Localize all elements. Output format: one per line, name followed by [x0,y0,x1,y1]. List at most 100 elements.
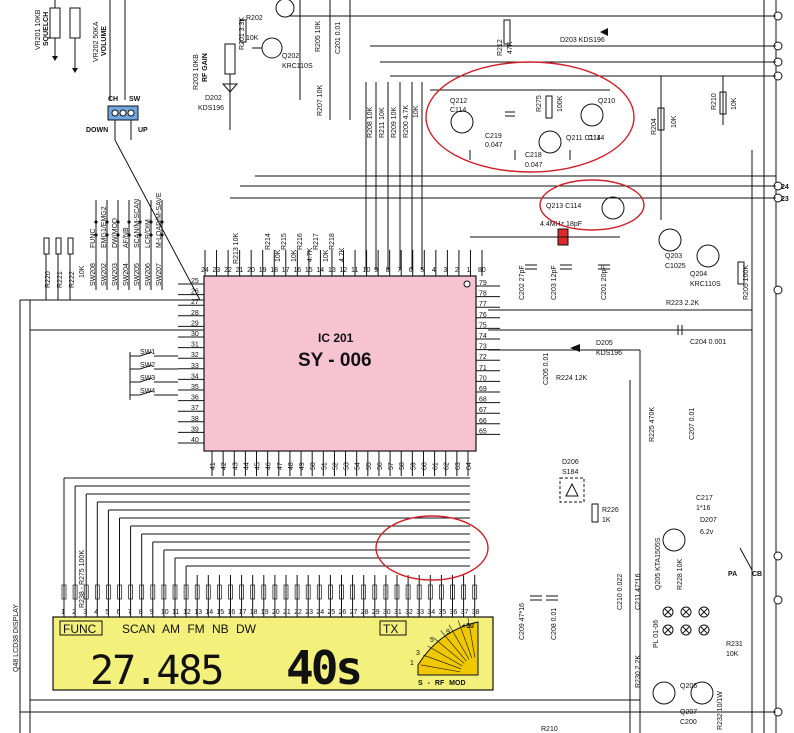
r223-label: R223 2.2K [666,300,699,307]
ic-pin-top-16: 16 [293,267,301,274]
lcd-pin-28: 28 [361,609,369,616]
r200-value: 10K [413,105,420,118]
r214-label: R214 [265,233,272,250]
r202-label: R202 [246,15,263,22]
ic-pin-top-12: 12 [340,267,348,274]
lcd-func: FUNC [63,622,97,636]
c208-label: C208 0.01 [551,608,558,640]
annotation-circle-q213 [539,179,645,231]
meter-tick-9: 9 [446,629,450,636]
ic-pin-top-8: 8 [386,267,390,274]
switch-fn-1: EMG1/EMG2 [101,206,108,248]
lcd-panel [52,616,494,691]
ic-pin-top-9: 9 [374,267,378,274]
q210-q212-block: Q212 C114 C219 0.047 R275 100K Q211 C114… [430,89,615,169]
ic-pin-bottom-55: 55 [366,462,373,470]
c210-label: C210 0.022 [617,574,624,610]
q203-q204: Q203 C1025 Q204 KRC110S R205 100K [658,228,750,300]
ic-pin-right-65: 65 [479,428,487,435]
d202-part: KDS196 [198,105,224,112]
lcd-pin-27: 27 [350,609,358,616]
conn-24: 24 [781,184,789,191]
q213-label: Q213 C114 [546,203,581,210]
rlcd-label: R238 - R275 100K [79,550,86,608]
meter-tick-3: 3 [416,650,420,657]
down-label: DOWN [86,127,108,134]
r208-label: R208 10K [367,107,374,138]
side-switch-1: SW2 [140,362,155,369]
annotation-circle-q210-q212 [425,61,635,173]
squelch-label: SQUELCH [43,12,50,46]
ic-pin-top-18: 18 [270,267,278,274]
lcd-pin-4: 4 [94,609,98,616]
r210-value: 10K [731,97,738,110]
ic-pin-bottom-53: 53 [344,462,351,470]
ic-pin-bottom-57: 57 [388,462,395,470]
s-rf-meter: +30 1 3 5 9 S - RF MOD [410,617,479,687]
ic-pin-left-29: 29 [191,320,199,327]
lcd-pin-21: 21 [283,609,291,616]
ic-pin-top-14: 14 [316,267,324,274]
ic-pin-right-70: 70 [479,375,487,382]
tactile-switches: SW208FUNCSW202EMG1/EMG2SW203DW/MODSW204A… [90,192,164,290]
c218-label: C218 [525,152,542,159]
pa-label: PA [728,571,737,578]
q207-label: Q207 [680,709,697,716]
lcd-pin-9: 9 [150,609,154,616]
r222-label: R222 [69,271,76,288]
ic-pin-left-40: 40 [191,437,199,444]
lcd-pin-16: 16 [228,609,236,616]
lcd-pin-2: 2 [72,609,76,616]
ic201-name: IC 201 [318,331,354,345]
lcd-pin-12: 12 [183,609,191,616]
lcd-pin-6: 6 [117,609,121,616]
ic-pin-right-75: 75 [479,322,487,329]
switch-ref-5: SW206 [145,263,152,286]
d202-label: D202 [205,95,222,102]
ic-pin-top-5: 5 [420,267,424,274]
r212-value: 47K [507,41,514,54]
r201-label: R201 3.3K [239,17,246,50]
lcd-pin-29: 29 [372,609,380,616]
c217-label: C217 [696,495,713,502]
ic-pin-bottom-59: 59 [410,462,417,470]
r275-label: R275 [536,95,543,112]
c219-label: C219 [485,133,502,140]
r213-label: R213 10K [233,233,240,264]
c202-label: C202 27pF [519,265,526,300]
meter-max: +30 [462,623,474,630]
lcd-pin-17: 17 [239,609,247,616]
lcd-pin-36: 36 [450,609,458,616]
ic-pin-bottom-48: 48 [288,462,295,470]
r203-rf-gain: R203 10KB RF GAIN D202 KDS196 [193,43,239,130]
ic-pin-left-31: 31 [191,342,199,349]
ic-pin-right-72: 72 [479,354,487,361]
ic-pin-top-15: 15 [305,267,313,274]
up-label: UP [138,127,148,134]
ic-pin-top-23: 23 [213,267,221,274]
r231-value: 10K [726,651,739,658]
ic-pin-bottom-63: 63 [455,462,462,470]
ic-pin-bottom-56: 56 [377,462,384,470]
ic-pin-left-34: 34 [191,373,199,380]
switch-ref-1: SW202 [101,263,108,286]
conn-23: 23 [781,196,789,203]
ic-pin-left-33: 33 [191,363,199,370]
lcd-pin-11: 11 [172,609,179,616]
ic-pin-bottom-44: 44 [243,462,250,470]
vr201-label: VR201 10KB [35,9,42,50]
right-bus: 24 23 [751,0,789,733]
ic-pin-top-1: 1 [466,267,470,274]
lcd-pin-30: 30 [383,609,391,616]
r22-value: 10K [79,265,86,278]
ic-pin-top-24: 24 [201,267,209,274]
c201-label: C201 0.01 [335,22,342,54]
ch-label: CH [108,96,118,103]
r232-label: R232 10/1W [717,691,724,730]
ic-pin-top-19: 19 [259,267,267,274]
lcd-pin-1: 1 [61,609,65,616]
side-switch-2: SW3 [140,375,155,382]
meter-tick-5: 5 [430,637,434,644]
